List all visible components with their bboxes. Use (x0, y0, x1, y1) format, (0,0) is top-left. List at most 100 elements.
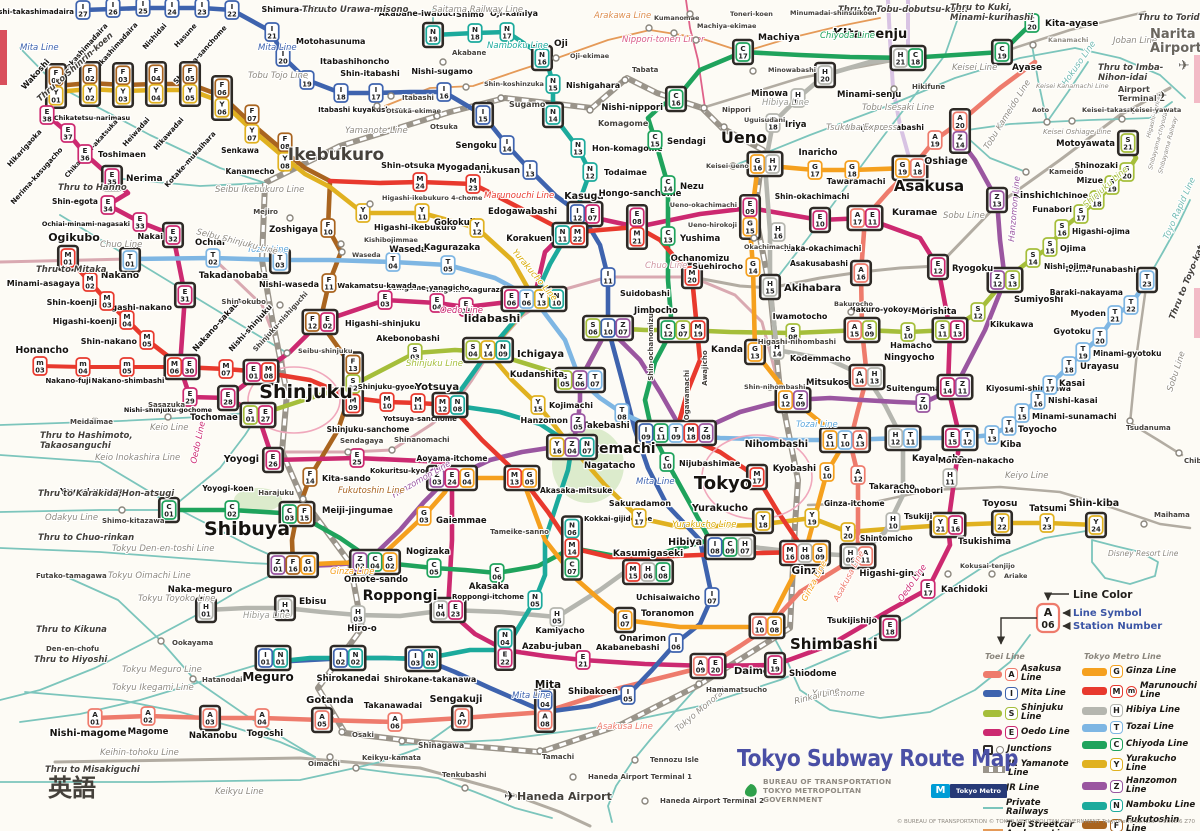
station-badge-number: 10 (662, 463, 672, 471)
station-badge (347, 648, 364, 668)
station-badge-number: 07 (618, 329, 628, 337)
station-badge (844, 160, 860, 180)
map-label: Thru to Toride (1138, 13, 1200, 23)
station-label: Aoyama-itchome (417, 454, 488, 463)
station-badge-letter: A (915, 160, 921, 169)
map-label: Ueno-hirokoji (688, 221, 737, 229)
station-badge-letter: M (383, 394, 390, 403)
station-badge-letter: I (201, 0, 204, 9)
map-label: Higashi-ikebukuro 4-chome (382, 194, 483, 202)
legend-item-label: Shinjuku Line (1021, 703, 1064, 723)
station-badge-letter: N (539, 50, 545, 59)
legend-swatch (1081, 821, 1107, 830)
legend-item-label: JR Yamanote Line (1008, 759, 1069, 779)
station-badge-number: 21 (632, 237, 642, 245)
station-badge-letter: H (769, 156, 775, 165)
rail-tobu-tojo (19, 47, 266, 184)
station-label: Higashi-nakano (102, 303, 173, 312)
station-badge-letter: Y (152, 86, 159, 95)
station-label: Nijubashimae (679, 459, 741, 468)
station-badge-letter: T (990, 427, 995, 436)
station-badge (735, 42, 751, 62)
station-label: Tatsumi (1029, 504, 1066, 514)
station-badge-letter: Z (569, 439, 574, 448)
station-badge (244, 104, 260, 125)
station-badge-number: 06 (170, 368, 180, 376)
station-badge (722, 537, 738, 557)
station-badge-letter: A (392, 714, 398, 723)
station-badge-letter: I (675, 635, 678, 644)
map-label: Awajicho (701, 350, 709, 386)
station-badge (792, 390, 809, 410)
legend-line-symbol-Y: Y (1109, 757, 1123, 771)
station-badge (242, 405, 259, 425)
station-badge-letter: S (590, 320, 595, 329)
station-badge-letter: G (752, 344, 758, 353)
station-badge-number: 19 (770, 666, 780, 674)
station-badge (115, 84, 131, 105)
station-label: Takebashi (582, 421, 630, 431)
station-badge (75, 357, 91, 377)
map-legend: A 06 Line Color Line Symbol Station Numb… (983, 584, 1197, 831)
minor-station-dot (439, 58, 447, 66)
station-badge-letter: E (464, 299, 469, 308)
station-badge-letter: E (171, 227, 176, 236)
station-badge-number: 17 (738, 53, 748, 61)
legend-item-label: Yurakucho Line (1125, 754, 1177, 774)
station-badge-letter: M (629, 564, 636, 573)
station-badge (1054, 219, 1070, 239)
station-badge (582, 162, 598, 182)
station-number-label: Station Number (1073, 621, 1162, 632)
map-label: Ogawamachi (683, 370, 691, 420)
map-label: Thru to Imba- (1098, 63, 1164, 73)
minor-station-dot (750, 234, 758, 242)
station-label: Roppongi (363, 588, 438, 604)
legend-line-symbol-E: E (1005, 726, 1018, 740)
station-label: Honancho (15, 345, 69, 356)
station-badge-letter: S (975, 304, 980, 313)
station-label: Kodemmacho (790, 354, 851, 363)
rail-hokuso (1046, 61, 1089, 123)
station-label: Toyocho (1018, 425, 1057, 435)
station-badge (345, 354, 361, 375)
station-badge-number: 06 (217, 89, 227, 97)
map-label: Fukutoshin Line (338, 486, 405, 496)
station-badge (277, 132, 293, 153)
station-badge (1014, 403, 1030, 423)
station-badge-number: 01 (90, 719, 100, 727)
station-badge-letter: C (665, 228, 670, 237)
station-badge (429, 293, 445, 313)
station-label: Ochanomizu (671, 254, 730, 264)
station-badge (275, 47, 291, 67)
station-badge-number: 16 (951, 526, 961, 534)
rail-keiyo (806, 485, 1192, 530)
station-badge (245, 362, 262, 382)
station-badge (499, 22, 515, 42)
station-label: Suitengumae (886, 384, 946, 393)
station-badge-number: 13 (510, 479, 520, 487)
station-badge (1001, 416, 1017, 436)
station-label: Ningyocho (884, 353, 935, 363)
minor-station-dot (890, 85, 898, 93)
station-badge-letter: S (1094, 192, 1099, 201)
station-badge-number: 21 (1123, 144, 1133, 152)
station-badge-number: 02 (336, 659, 346, 667)
station-label: Ichigaya (517, 349, 564, 360)
station-label: Akabanebashi (596, 643, 660, 652)
station-badge-number: 22 (997, 524, 1007, 532)
station-badge (927, 130, 943, 150)
map-label: Terminal 2 (1118, 94, 1165, 103)
legend-toei-header: Toei Line (985, 652, 1025, 661)
station-badge-letter: Y (86, 86, 93, 95)
station-label: Nishi-shinjuku-gochome (124, 406, 213, 414)
station-label: Shin-otsuka (381, 161, 435, 170)
